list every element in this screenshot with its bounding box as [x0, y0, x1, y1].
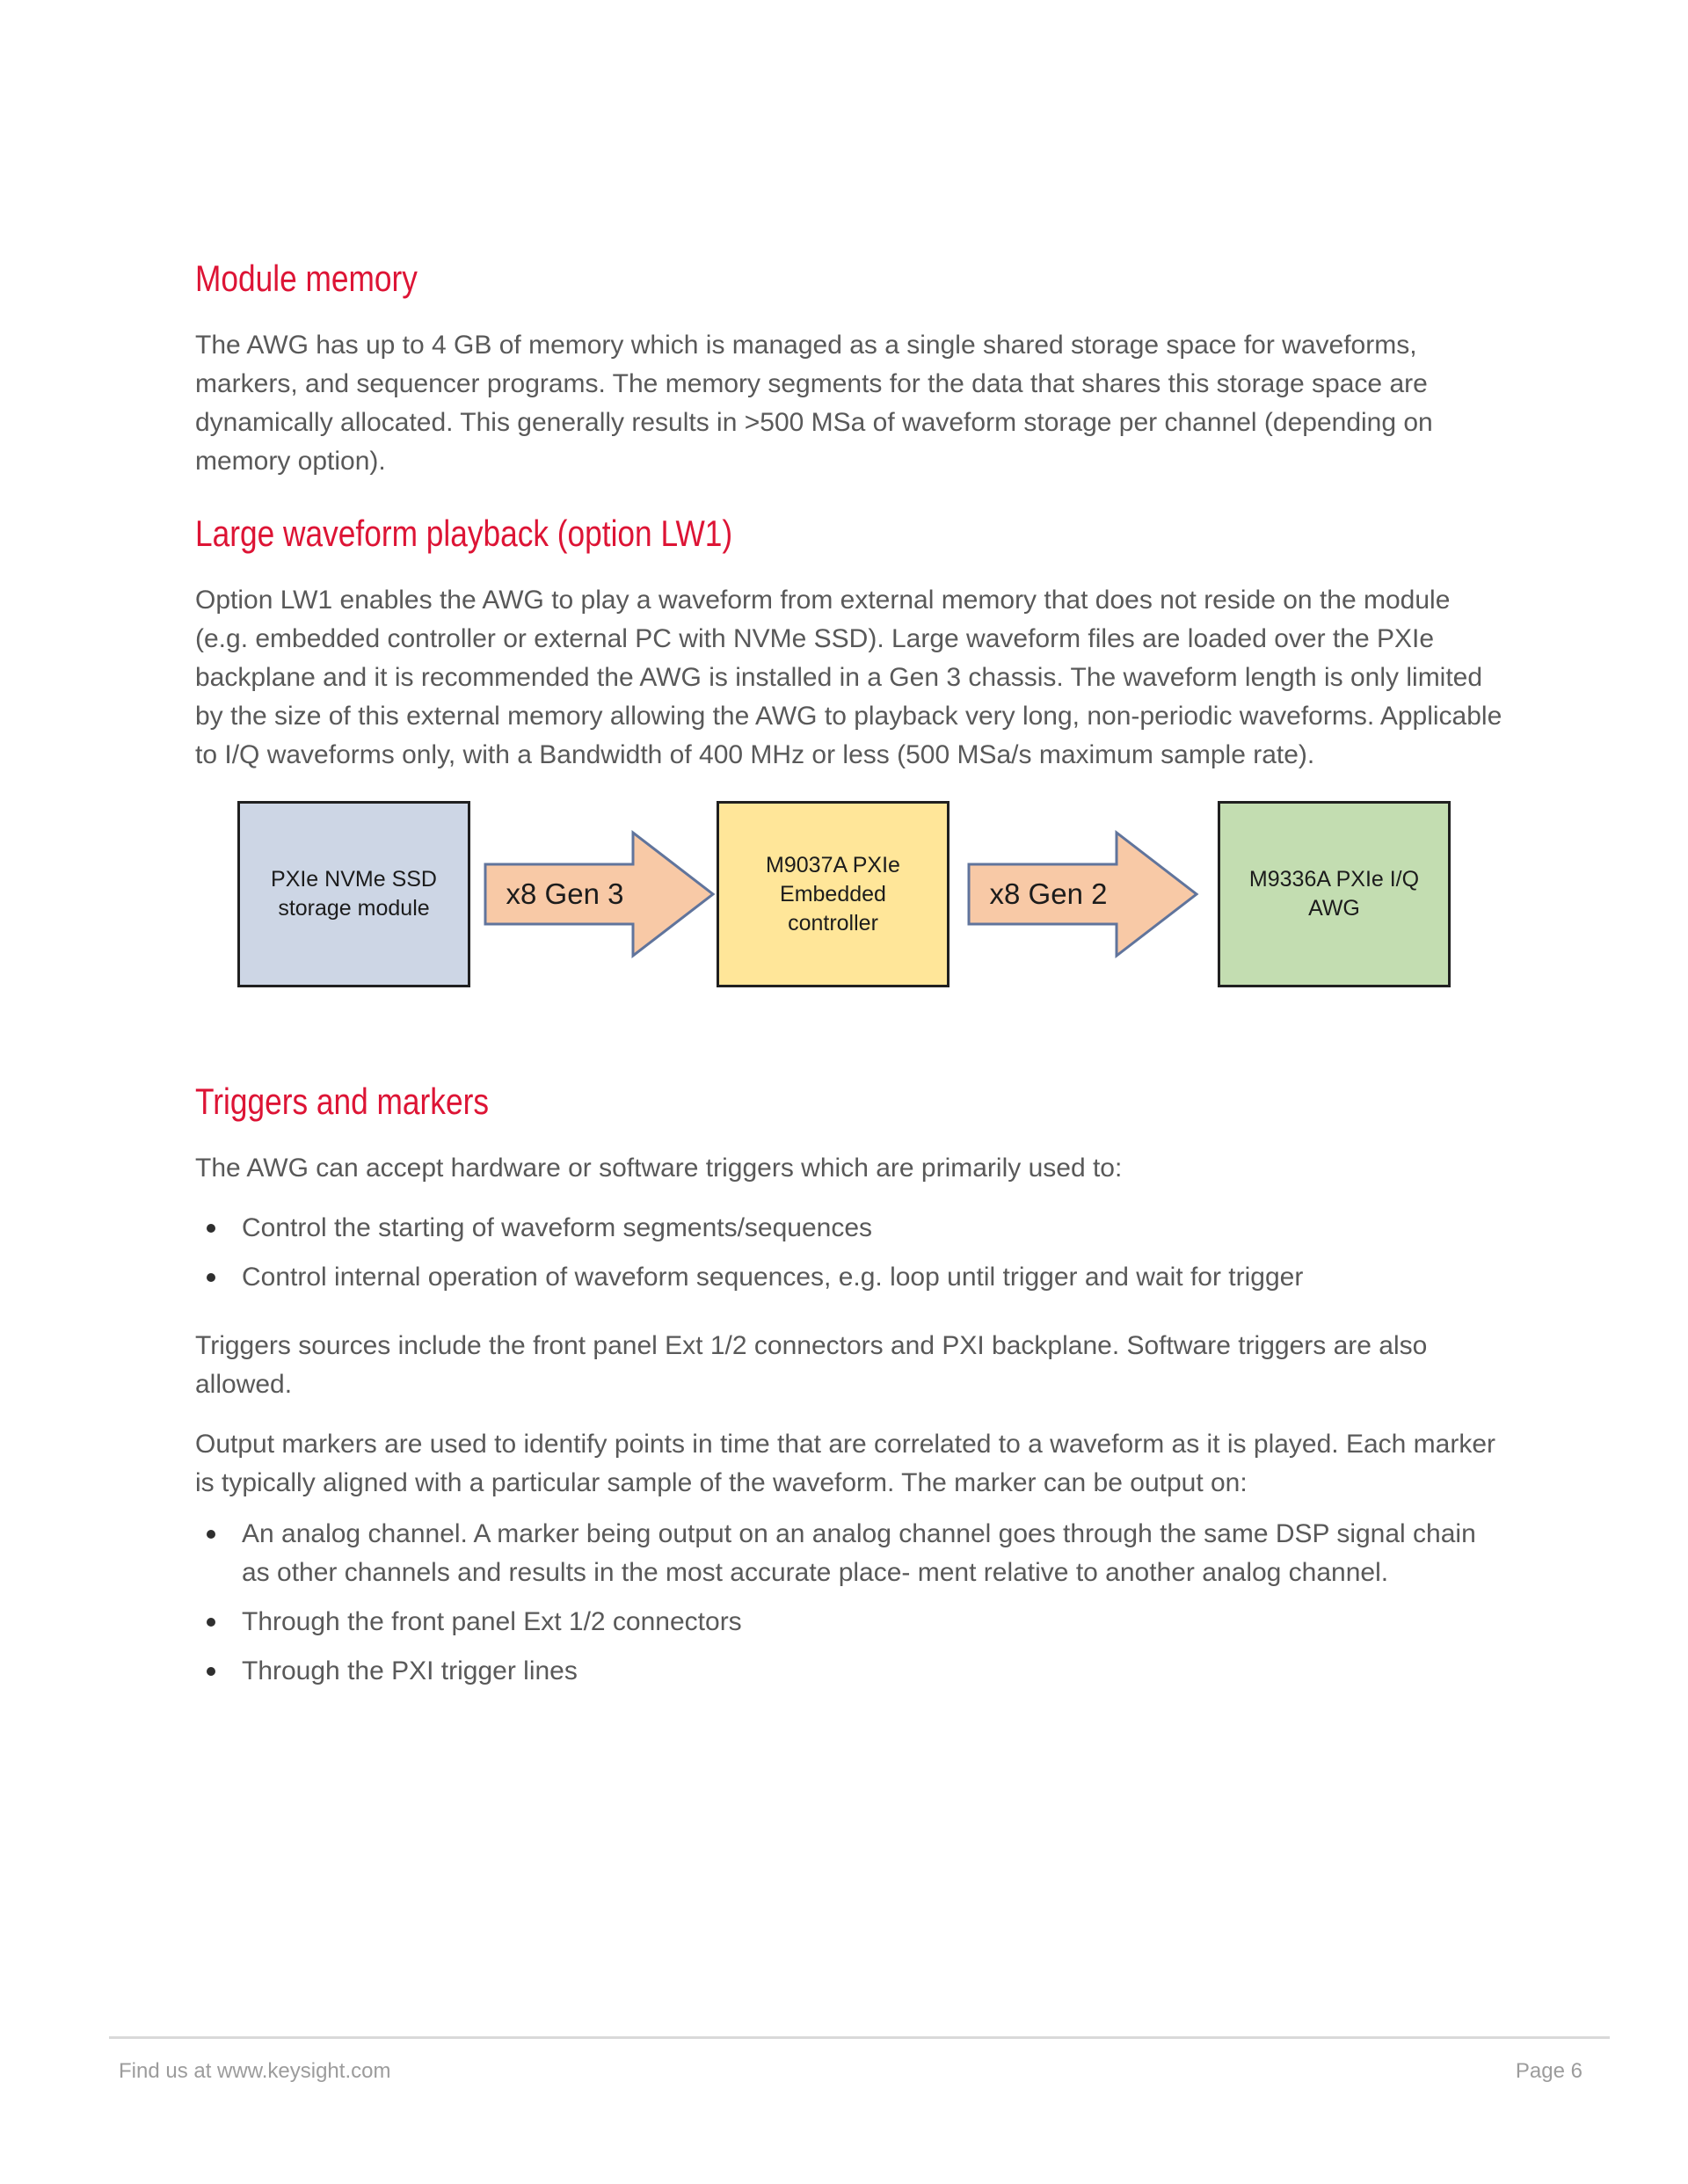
triggers-intro-paragraph: The AWG can accept hardware or software … — [195, 1154, 1123, 1183]
playback-flow-diagram: PXIe NVMe SSD storage module x8 Gen 3 M9… — [195, 801, 1510, 987]
section-title-module-memory: Module memory — [195, 258, 1510, 300]
list-item-text: Through the front panel Ext 1/2 connecto… — [242, 1607, 742, 1636]
page-content: Module memory The AWG has up to 4 GB of … — [195, 258, 1510, 1691]
bullet-icon — [207, 1224, 215, 1233]
section-title-text: Module memory — [195, 258, 418, 299]
diagram-box-label: PXIe NVMe SSD storage module — [271, 867, 437, 921]
list-item: Control internal operation of waveform s… — [207, 1258, 1510, 1297]
list-item: An analog channel. A marker being output… — [207, 1515, 1510, 1592]
diagram-arrow-gen3: x8 Gen 3 — [484, 827, 717, 961]
list-item-text: Control the starting of waveform segment… — [242, 1213, 873, 1242]
section-title-triggers-and-markers: Triggers and markers — [195, 1081, 1510, 1123]
page-footer: Find us at www.keysight.com Page 6 — [109, 2036, 1610, 2084]
diagram-box-iq-awg: M9336A PXIe I/Q AWG — [1218, 801, 1451, 987]
output-markers-paragraph: Output markers are used to identify poin… — [195, 1430, 1496, 1497]
list-item-text: Control internal operation of waveform s… — [242, 1263, 1304, 1292]
diagram-box-label: M9037A PXIe Embedded controller — [766, 852, 900, 935]
trigger-uses-list: Control the starting of waveform segment… — [195, 1209, 1510, 1297]
module-memory-paragraph: The AWG has up to 4 GB of memory which i… — [195, 331, 1433, 476]
arrow-label: x8 Gen 2 — [989, 877, 1108, 910]
footer-page-number: Page 6 — [1515, 2059, 1582, 2083]
list-item-text: An analog channel. A marker being output… — [242, 1519, 1476, 1587]
footer-row: Find us at www.keysight.com Page 6 — [109, 2039, 1610, 2084]
right-arrow-icon — [484, 829, 716, 959]
bullet-icon — [207, 1667, 215, 1676]
bullet-icon — [207, 1273, 215, 1282]
arrow-label: x8 Gen 3 — [506, 877, 624, 910]
list-item-text: Through the PXI trigger lines — [242, 1656, 578, 1685]
footer-divider — [109, 2036, 1610, 2039]
diagram-box-label: M9336A PXIe I/Q AWG — [1248, 867, 1420, 921]
bullet-icon — [207, 1618, 215, 1627]
section-title-large-waveform-playback: Large waveform playback (option LW1) — [195, 513, 1510, 555]
footer-find-us-text: Find us at www.keysight.com — [119, 2059, 391, 2083]
trigger-sources-paragraph: Triggers sources include the front panel… — [195, 1331, 1428, 1399]
diagram-box-embedded-controller: M9037A PXIe Embedded controller — [717, 801, 950, 987]
right-arrow-icon — [967, 829, 1199, 959]
section-title-text: Triggers and markers — [195, 1081, 489, 1122]
section-title-text: Large waveform playback (option LW1) — [195, 513, 733, 554]
list-item: Through the PXI trigger lines — [207, 1652, 1510, 1691]
marker-output-list: An analog channel. A marker being output… — [195, 1515, 1510, 1691]
diagram-arrow-gen2: x8 Gen 2 — [967, 827, 1200, 961]
bullet-icon — [207, 1530, 215, 1539]
large-waveform-paragraph: Option LW1 enables the AWG to play a wav… — [195, 586, 1502, 769]
list-item: Through the front panel Ext 1/2 connecto… — [207, 1603, 1510, 1642]
diagram-box-ssd-storage: PXIe NVMe SSD storage module — [237, 801, 470, 987]
list-item: Control the starting of waveform segment… — [207, 1209, 1510, 1248]
